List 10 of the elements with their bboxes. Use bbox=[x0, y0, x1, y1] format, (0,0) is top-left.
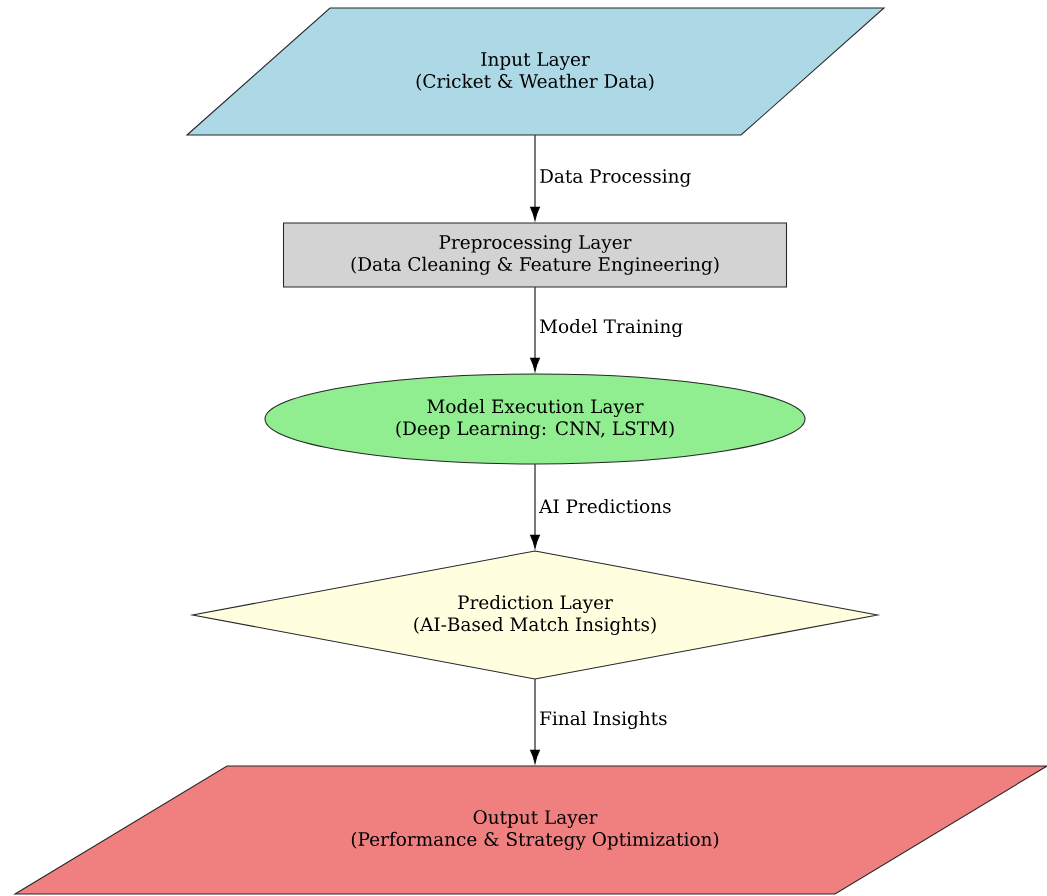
edge-label: Final Insights bbox=[537, 709, 670, 731]
edge-label: Model Training bbox=[537, 317, 685, 339]
process-box: Preprocessing Layer (Data Cleaning & Feature Engineering) bbox=[283, 222, 788, 288]
ellipse-node: Model Execution Layer (Deep Learning: CNN, LSTM) bbox=[264, 373, 806, 465]
edge-label: AI Predictions bbox=[537, 497, 674, 515]
arrow bbox=[530, 134, 540, 221]
edge-label: Data Processing bbox=[537, 167, 694, 189]
arrow bbox=[530, 463, 540, 549]
arrow bbox=[530, 678, 540, 764]
arrow bbox=[530, 286, 540, 372]
